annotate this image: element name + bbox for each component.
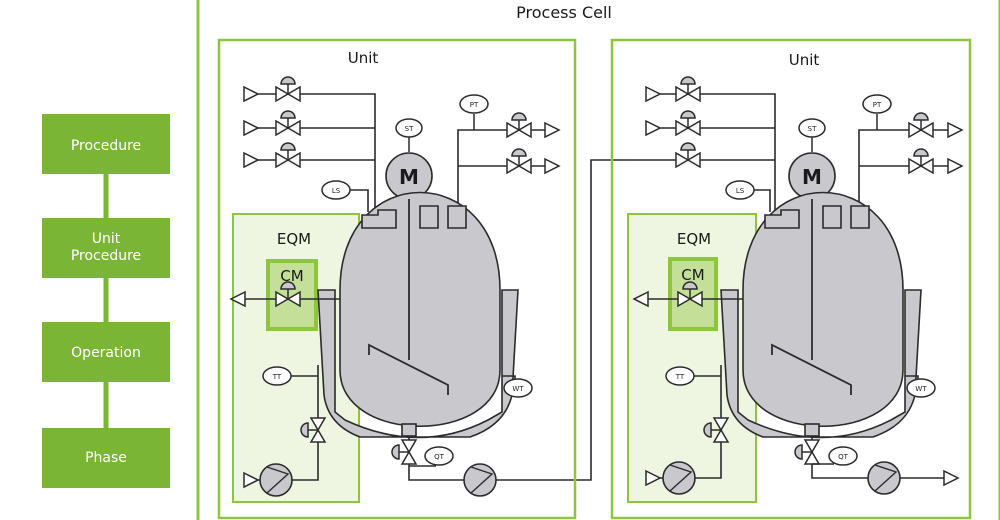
unit-1-inlet-valve-3-icon[interactable]: [275, 142, 301, 168]
unit-2-border: [610, 38, 972, 520]
unit-procedure-label-line2: Procedure: [71, 248, 141, 264]
unit-1-pt-instrument[interactable]: PT: [459, 94, 489, 114]
unit-2-nozzle-mid: [822, 205, 842, 229]
unit-2-eqm-label: EQM: [677, 230, 711, 248]
unit-2-vessel: [720, 191, 922, 439]
operation-box: Operation: [42, 322, 170, 382]
unit-2-inlet-arrow-1-icon: [645, 86, 661, 102]
procedure-box: Procedure: [42, 114, 170, 174]
unit-2-vessel-body: [742, 191, 904, 428]
operation-label: Operation: [71, 345, 141, 361]
unit-1-tt-tag: TT: [272, 373, 282, 381]
unit-1-inlet-arrow-1-icon: [243, 86, 259, 102]
unit-1-transfer-pump-icon[interactable]: [463, 463, 497, 497]
unit-2-tt-instrument[interactable]: TT: [665, 366, 695, 386]
unit-1-st-tag: ST: [405, 125, 414, 133]
unit-2-outlet-arrow-1-icon: [947, 122, 963, 138]
unit-1-st-instrument[interactable]: ST: [395, 118, 423, 138]
unit-2-outlet-arrow-2-icon: [947, 158, 963, 174]
unit-2-wt-tag: WT: [915, 385, 927, 393]
unit-1-cm-label: CM: [280, 267, 303, 285]
unit-1-nozzle-left: [361, 209, 397, 229]
unit-1-outlet-arrow-1-icon: [544, 122, 560, 138]
phase-box: Phase: [42, 428, 170, 488]
unit-2-ls-connector: [754, 189, 771, 212]
unit-1-eqm-label: EQM: [277, 230, 311, 248]
unit-1-vessel-body: [339, 191, 501, 428]
procedure-label: Procedure: [71, 138, 141, 154]
unit-1-ls-tag: LS: [332, 187, 341, 195]
unit-2-tt-tag: TT: [675, 373, 685, 381]
unit-1-nozzle-mid: [419, 205, 439, 229]
unit-1-bottom-valve-icon[interactable]: [391, 439, 417, 465]
unit-1-cm-box: [266, 259, 318, 331]
unit-2-inlet-valve-1-icon[interactable]: [675, 76, 701, 102]
process-cell: Process Cell: [196, 0, 1000, 520]
unit-2-agitator: [771, 343, 852, 395]
unit-2-outlet-pipe-1: [858, 129, 948, 214]
unit-1: Unit EQM CM PT ST: [217, 38, 577, 520]
unit-2-outlet-valve-1-icon[interactable]: [908, 112, 934, 138]
unit-1-qt-tag: QT: [434, 453, 445, 461]
unit-2-wt-instrument[interactable]: WT: [906, 378, 936, 398]
unit-1-pt-tag: PT: [470, 101, 479, 109]
unit-2-recirc-pump-icon[interactable]: [662, 461, 696, 495]
unit-1-motor-label: M: [399, 165, 419, 189]
unit-1-wt-instrument[interactable]: WT: [503, 378, 533, 398]
unit-2-st-instrument[interactable]: ST: [798, 118, 826, 138]
unit-1-outlet-valve-2-icon[interactable]: [506, 148, 532, 174]
process-cell-title: Process Cell: [516, 3, 612, 22]
unit-1-outlet-valve-1-icon[interactable]: [506, 112, 532, 138]
unit-procedure-label-line1: Unit: [92, 231, 121, 247]
unit-1-ls-instrument[interactable]: LS: [321, 180, 351, 200]
unit-1-vessel: [317, 191, 519, 439]
unit-2-ls-tag: LS: [736, 187, 745, 195]
unit-2-inlet-valve-3-icon[interactable]: [675, 142, 701, 168]
unit-1-outlet-arrow-2-icon: [544, 158, 560, 174]
unit-1-wt-tag: WT: [512, 385, 524, 393]
unit-2-qt-tag: QT: [838, 453, 849, 461]
unit-2-cm-label: CM: [681, 266, 704, 284]
unit-2-qt-instrument[interactable]: QT: [828, 446, 858, 466]
unit-1-recirc-pump-icon[interactable]: [259, 463, 293, 497]
unit-1-tt-instrument[interactable]: TT: [262, 366, 292, 386]
unit-2-st-tag: ST: [808, 125, 817, 133]
unit-2-bottom-arrow-icon: [943, 470, 959, 486]
unit-1-title: Unit: [348, 49, 379, 67]
unit-2: Unit EQM CM PT ST: [610, 38, 972, 520]
unit-2-motor-label: M: [802, 165, 822, 189]
unit-2-ls-instrument[interactable]: LS: [725, 180, 755, 200]
unit-procedure-box: Unit Procedure: [42, 218, 170, 278]
unit-1-nozzle-right: [447, 205, 467, 229]
hierarchy: Procedure Unit Procedure Operation Phase: [42, 114, 170, 488]
transfer-pipe: [496, 159, 673, 481]
unit-1-inlet-arrow-3-icon: [243, 152, 259, 168]
unit-1-qt-instrument[interactable]: QT: [424, 446, 454, 466]
unit-2-pt-instrument[interactable]: PT: [862, 94, 892, 114]
unit-2-inlet-valve-2-icon[interactable]: [675, 110, 701, 136]
unit-2-title: Unit: [789, 51, 820, 69]
unit-2-pt-tag: PT: [873, 101, 882, 109]
unit-1-inlet-arrow-2-icon: [243, 120, 259, 136]
unit-1-inlet-valve-2-icon[interactable]: [275, 110, 301, 136]
unit-2-nozzle-left: [764, 209, 800, 229]
phase-label: Phase: [85, 450, 127, 466]
unit-1-inlet-valve-1-icon[interactable]: [275, 76, 301, 102]
unit-2-nozzle-right: [850, 205, 870, 229]
unit-2-transfer-pump-icon[interactable]: [867, 461, 901, 495]
unit-1-outlet-pipe-1: [457, 129, 545, 214]
unit-2-bottom-valve-icon[interactable]: [794, 439, 820, 465]
unit-2-outlet-valve-2-icon[interactable]: [908, 148, 934, 174]
unit-1-agitator: [368, 343, 449, 395]
unit-1-border: [217, 38, 577, 520]
unit-1-ls-connector: [350, 189, 369, 212]
unit-2-inlet-arrow-2-icon: [645, 120, 661, 136]
